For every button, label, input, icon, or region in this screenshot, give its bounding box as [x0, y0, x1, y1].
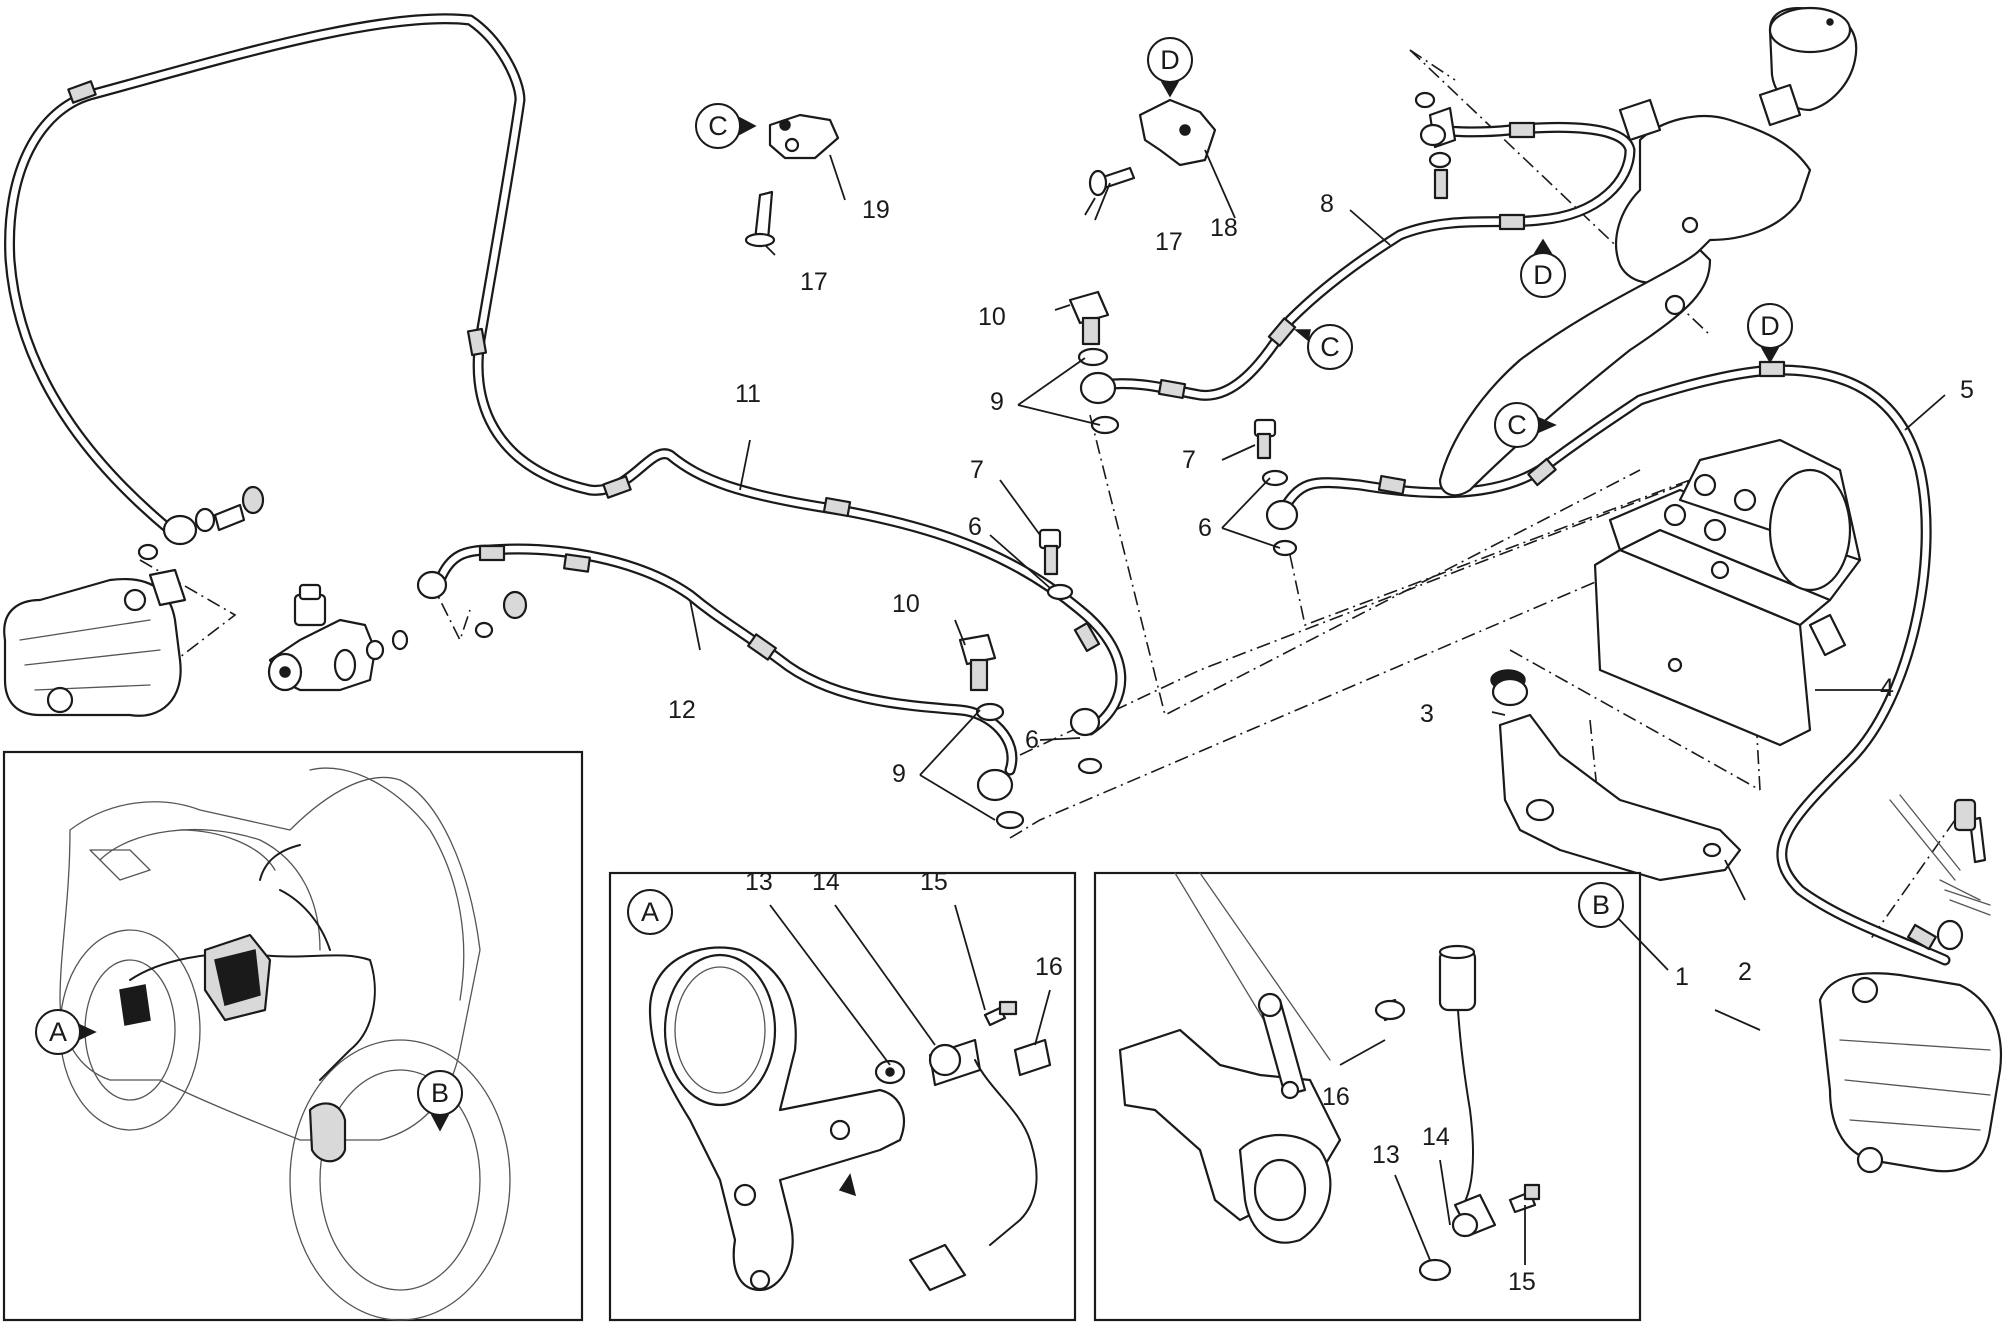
- svg-text:B: B: [1592, 890, 1610, 920]
- svg-text:C: C: [708, 111, 728, 141]
- label-15-panel-b: 15: [1508, 1268, 1536, 1296]
- svg-text:D: D: [1160, 45, 1180, 75]
- svg-text:D: D: [1533, 260, 1553, 290]
- callout-d-clamp: D: [1147, 37, 1193, 98]
- hose-clamp-18: [1088, 98, 1217, 197]
- label-6-right: 6: [1198, 514, 1212, 542]
- front-brake-caliper: [1818, 794, 2002, 1174]
- label-13-panel-b: 13: [1372, 1141, 1400, 1169]
- label-7-left: 7: [970, 456, 984, 484]
- label-15-panel-a: 15: [920, 868, 948, 896]
- brake-hose-5: [1774, 364, 1951, 966]
- label-14-panel-b: 14: [1422, 1123, 1450, 1151]
- label-14-panel-a: 14: [812, 868, 840, 896]
- label-2: 2: [1738, 958, 1752, 986]
- callout-a-panel: A: [627, 889, 673, 935]
- callout-b-panel: B: [1578, 882, 1624, 928]
- callout-c-abs-hose: C: [1494, 402, 1557, 448]
- connection-callouts: C D D C D C A: [35, 37, 1793, 1132]
- label-10-bottom: 10: [892, 590, 920, 618]
- banjo-bolts-and-washers: [958, 290, 1299, 830]
- hose-fittings: [67, 80, 1937, 951]
- label-4: 4: [1880, 674, 1894, 702]
- label-3: 3: [1420, 700, 1434, 728]
- callout-b-bike: B: [417, 1070, 463, 1132]
- part-number-labels: 1 2 3 4 5 6 6 6 7 7 8 9 9 10 10 11 12 13…: [668, 190, 1974, 1296]
- label-9-top: 9: [990, 388, 1004, 416]
- label-19: 19: [862, 196, 890, 224]
- svg-text:C: C: [1507, 410, 1527, 440]
- svg-text:A: A: [641, 897, 659, 927]
- brake-hoses: [4, 13, 1951, 966]
- brake-hose-11: [4, 13, 1127, 736]
- callout-a-bike: A: [35, 1009, 97, 1055]
- label-18: 18: [1210, 214, 1238, 242]
- part-leader-lines: [689, 149, 1946, 1265]
- label-6-bottom: 6: [1025, 726, 1039, 754]
- callout-c-clamp: C: [695, 103, 757, 149]
- label-17-left: 17: [800, 268, 828, 296]
- callout-c-hose: C: [1293, 324, 1353, 370]
- label-6-left: 6: [968, 513, 982, 541]
- label-1: 1: [1675, 963, 1689, 991]
- label-16-panel-b: 16: [1322, 1083, 1350, 1111]
- brake-hose-12: [434, 543, 1018, 776]
- brake-hose-8: [1094, 121, 1636, 401]
- label-5: 5: [1960, 376, 1974, 404]
- label-10-top: 10: [978, 303, 1006, 331]
- svg-text:B: B: [431, 1078, 449, 1108]
- callout-d-abs-hose: D: [1747, 303, 1793, 364]
- rear-brake-caliper: [3, 568, 187, 717]
- label-17-right: 17: [1155, 228, 1183, 256]
- svg-text:C: C: [1320, 332, 1340, 362]
- label-7-right: 7: [1182, 446, 1196, 474]
- label-11: 11: [735, 380, 761, 408]
- abs-control-unit: [1593, 438, 1862, 747]
- label-12: 12: [668, 696, 696, 724]
- hose-clamp-19: [744, 113, 840, 248]
- label-16-panel-a: 16: [1035, 953, 1063, 981]
- rear-wheel-speed-sensor-panel: [608, 871, 1077, 1322]
- motorcycle-overview-inset: [2, 750, 584, 1322]
- svg-text:A: A: [49, 1017, 67, 1047]
- label-9-bottom: 9: [892, 760, 906, 788]
- callout-d-hose: D: [1520, 238, 1566, 298]
- rear-master-cylinder: [267, 570, 528, 692]
- label-13-panel-a: 13: [745, 868, 773, 896]
- front-master-cylinder: [1414, 6, 1858, 497]
- svg-text:D: D: [1760, 311, 1780, 341]
- rear-caliper-banjo-fittings: [137, 485, 265, 561]
- front-wheel-speed-sensor-panel: [1093, 871, 1642, 1322]
- label-8: 8: [1320, 190, 1334, 218]
